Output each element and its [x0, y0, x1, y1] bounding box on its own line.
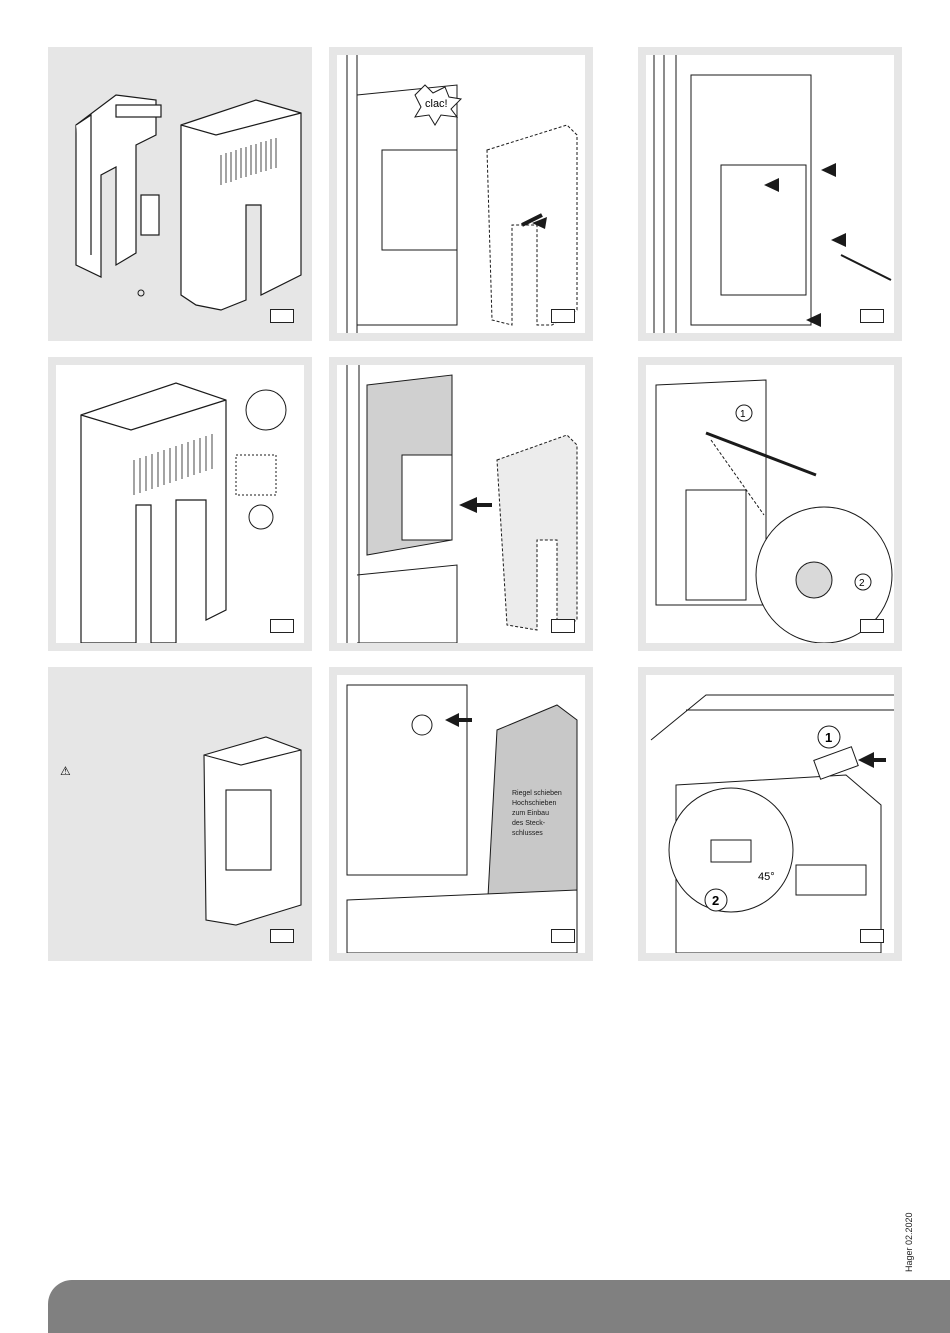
figure-panel-5	[329, 357, 593, 651]
illustration-screwdriver-seal: 1 2	[646, 365, 894, 643]
step-number-box	[860, 619, 884, 633]
figure-panel-6: 1 2	[638, 357, 902, 651]
step-number-box	[551, 619, 575, 633]
callout-number: 1	[740, 409, 746, 420]
illustration-screw-fixing	[646, 55, 894, 333]
figure-panel-8: Riegel schieben Hochschieben zum Einbau …	[329, 667, 593, 961]
figure-panel-3	[638, 47, 902, 341]
step-number-box	[860, 309, 884, 323]
illustration-mount-cover	[337, 365, 585, 643]
illustration-slide-lock: Riegel schieben Hochschieben zum Einbau …	[337, 675, 585, 953]
imprint-label: Hager 02.2020	[904, 1212, 914, 1272]
figure-panel-9: 1 2 45°	[638, 667, 902, 961]
slide-instruction-line-2: Hochschieben	[512, 800, 556, 807]
callout-number: 1	[825, 730, 832, 745]
illustration-connector-module: ⚠	[56, 675, 304, 953]
imprint-text: Hager 02.2020	[904, 1212, 916, 1272]
figure-panel-7: ⚠	[48, 667, 312, 961]
step-number-box	[551, 309, 575, 323]
slide-instruction-line-4: des Steck-	[512, 820, 546, 827]
callout-number: 2	[712, 893, 719, 908]
figure-panel-1	[48, 47, 312, 341]
figure-panel-2: clac!	[329, 47, 593, 341]
slide-instruction-line-5: schlusses	[512, 830, 543, 837]
warning-icon: ⚠	[60, 764, 71, 778]
slide-instruction-line-1: Riegel schieben	[512, 790, 562, 797]
slide-instruction-line-3: zum Einbau	[512, 810, 549, 817]
step-number-box	[270, 929, 294, 943]
step-number-box	[551, 929, 575, 943]
illustration-snap-in: clac!	[337, 55, 585, 333]
figure-panel-4	[48, 357, 312, 651]
illustration-cover-label	[56, 365, 304, 643]
step-number-box	[270, 309, 294, 323]
illustration-empty-frame-and-cover	[56, 55, 304, 333]
sound-label: clac!	[425, 98, 448, 110]
rotation-angle-label: 45°	[758, 871, 775, 883]
callout-number: 2	[859, 578, 865, 589]
footer-bar	[48, 1280, 950, 1333]
illustration-lock-cylinder: 1 2 45°	[646, 675, 894, 953]
step-number-box	[270, 619, 294, 633]
step-number-box	[860, 929, 884, 943]
